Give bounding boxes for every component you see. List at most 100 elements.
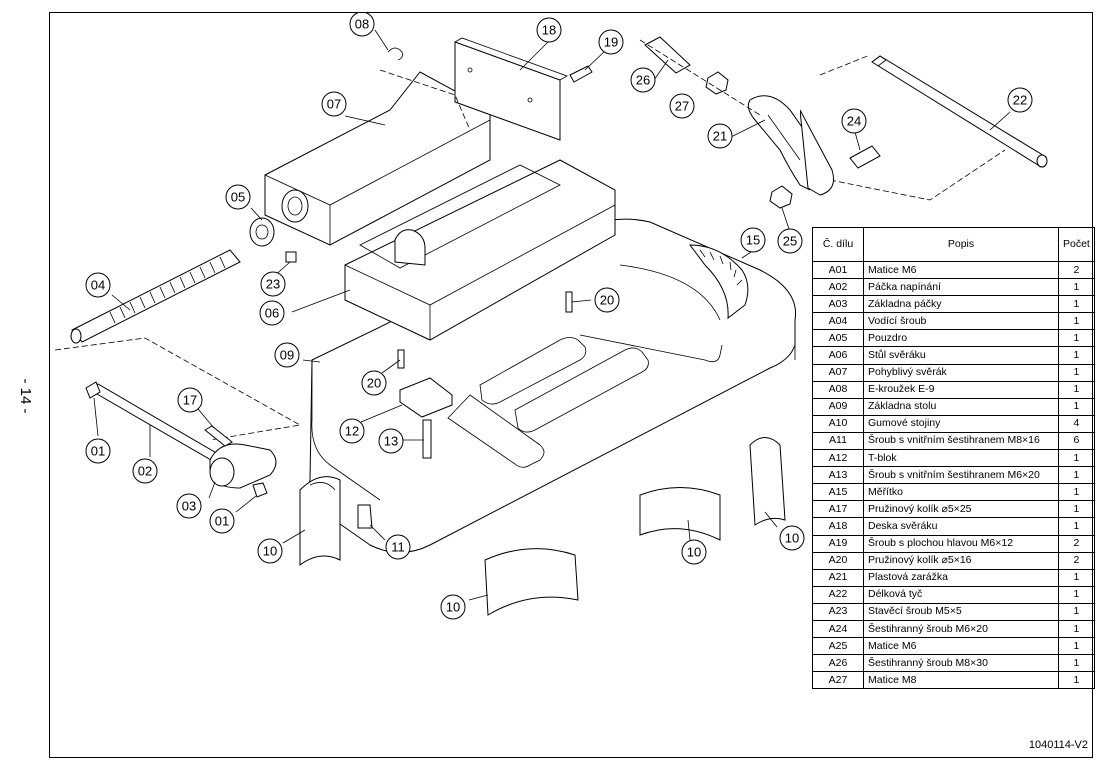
svg-text:01: 01	[215, 514, 229, 529]
rubber-foot-part-1	[299, 476, 341, 566]
quantity-cell: 1	[1058, 654, 1095, 673]
description-cell: Šestihranný šroub M8×30	[863, 654, 1059, 673]
description-cell: Základna stolu	[863, 397, 1059, 416]
spring-pin-part	[565, 291, 573, 313]
svg-text:10: 10	[687, 545, 701, 560]
header-description: Popis	[863, 227, 1059, 262]
description-cell: Základna páčky	[863, 295, 1059, 314]
lead-screw-part	[70, 249, 241, 344]
part-number-cell: A27	[812, 671, 864, 690]
document-code: 1040114-V2	[1028, 739, 1088, 751]
callout-05: 05	[225, 184, 251, 210]
callout-20-lower: 20	[361, 370, 387, 396]
callout-10-c: 10	[681, 539, 707, 565]
part-number-cell: A21	[812, 568, 864, 587]
quantity-cell: 6	[1058, 431, 1095, 451]
svg-text:11: 11	[391, 540, 405, 555]
callout-26: 26	[630, 67, 656, 93]
header-part-number: Č. dílu	[812, 227, 864, 262]
part-number-cell: A22	[812, 585, 864, 604]
quantity-cell: 1	[1058, 585, 1095, 604]
tension-lever-end	[800, 109, 834, 196]
part-number-cell: A10	[812, 414, 864, 433]
base-screw-part	[357, 504, 373, 529]
quantity-cell: 1	[1058, 346, 1095, 365]
callout-27: 27	[669, 93, 695, 119]
description-cell: Šestihranný šroub M6×20	[863, 619, 1059, 639]
svg-text:17: 17	[183, 393, 197, 408]
quantity-cell: 1	[1058, 568, 1095, 587]
quantity-cell: 1	[1058, 602, 1095, 621]
callout-01-right: 01	[209, 508, 235, 534]
callout-03: 03	[176, 493, 202, 519]
quantity-cell: 1	[1058, 449, 1095, 468]
description-cell: Vodící šroub	[863, 312, 1059, 331]
nut-part	[769, 185, 793, 209]
callout-09: 09	[274, 342, 300, 368]
callout-22: 22	[1007, 87, 1033, 113]
quantity-cell: 1	[1058, 295, 1095, 314]
quantity-cell: 1	[1058, 397, 1095, 416]
description-cell: Stavěcí šroub M5×5	[863, 602, 1059, 621]
description-cell: Šroub s vnitřním šestihranem M8×16	[863, 431, 1059, 451]
callout-10-a: 10	[257, 538, 283, 564]
description-cell: Matice M8	[863, 671, 1059, 690]
svg-text:10: 10	[785, 531, 799, 546]
svg-text:05: 05	[231, 190, 245, 205]
description-cell: Gumové stojiny	[863, 414, 1059, 433]
svg-text:15: 15	[746, 233, 760, 248]
svg-text:26: 26	[636, 73, 650, 88]
svg-text:04: 04	[91, 278, 105, 293]
svg-text:12: 12	[345, 424, 359, 439]
callout-17: 17	[177, 387, 203, 413]
callout-01-left: 01	[85, 438, 111, 464]
length-bar-part	[871, 55, 1048, 168]
callout-11: 11	[385, 534, 411, 560]
svg-text:25: 25	[783, 234, 797, 249]
svg-text:08: 08	[355, 17, 369, 32]
part-number-cell: A02	[812, 278, 864, 297]
callout-10-d: 10	[440, 594, 466, 620]
part-number-cell: A03	[812, 295, 864, 314]
callout-04: 04	[85, 272, 111, 298]
description-cell: Šroub s vnitřním šestihranem M6×20	[863, 466, 1059, 485]
callout-07: 07	[321, 91, 347, 117]
part-number-cell: A24	[812, 619, 864, 639]
part-number-cell: A09	[812, 397, 864, 416]
callout-21: 21	[707, 123, 733, 149]
description-cell: E-kroužek E-9	[863, 380, 1059, 399]
quantity-cell: 2	[1058, 551, 1095, 570]
part-number-cell: A08	[812, 380, 864, 399]
callout-13: 13	[378, 428, 404, 454]
part-number-cell: A12	[812, 449, 864, 468]
svg-text:06: 06	[265, 306, 279, 321]
quantity-cell: 1	[1058, 619, 1095, 639]
part-number-cell: A01	[812, 260, 864, 280]
vise-table-part	[344, 159, 616, 341]
rubber-foot-part-2	[639, 487, 721, 541]
quantity-cell: 1	[1058, 517, 1095, 536]
flat-head-screw-part	[569, 65, 593, 83]
svg-text:07: 07	[327, 97, 341, 112]
description-cell: Pohyblivý svěrák	[863, 363, 1059, 382]
part-number-cell: A17	[812, 500, 864, 519]
part-number-cell: A20	[812, 551, 864, 570]
svg-text:13: 13	[384, 434, 398, 449]
svg-text:27: 27	[675, 99, 689, 114]
quantity-cell: 2	[1058, 260, 1095, 280]
callout-20-upper: 20	[594, 287, 620, 313]
